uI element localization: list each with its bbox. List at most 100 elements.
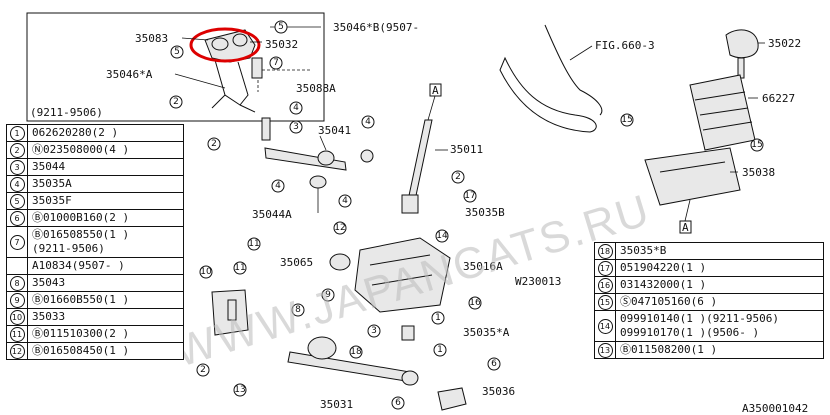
svg-text:2: 2 bbox=[173, 97, 179, 107]
marker-6b: 6 bbox=[391, 396, 405, 410]
label-35046b: 35046*B(9507- bbox=[333, 21, 419, 34]
marker-2b: 2 bbox=[207, 137, 221, 151]
left-table-row-number: 1 bbox=[7, 125, 28, 141]
marker-2c: 2 bbox=[451, 170, 465, 184]
bushing-35035a bbox=[401, 325, 415, 341]
marker-a-2: A bbox=[682, 221, 689, 234]
svg-text:15: 15 bbox=[751, 140, 762, 150]
marker-1a: 1 bbox=[431, 311, 445, 325]
right-table-row-text: 099910140(1 )(9211-9506)099910170(1 )(95… bbox=[620, 312, 779, 339]
left-table-row-text: Ⓑ01660B550(1 ) bbox=[32, 293, 130, 306]
left-table-row: 8 35043 bbox=[7, 275, 183, 292]
svg-text:16: 16 bbox=[469, 298, 481, 308]
left-table-row-text: 35035F bbox=[32, 194, 72, 207]
bolt-part bbox=[251, 57, 263, 79]
svg-text:15: 15 bbox=[621, 115, 632, 125]
marker-1b: 1 bbox=[433, 343, 447, 357]
right-table-row: 16 031432000(1 ) bbox=[595, 277, 823, 294]
shift-knob-35022 bbox=[725, 29, 759, 79]
marker-a-box-1 bbox=[429, 83, 442, 97]
label-35041: 35041 bbox=[318, 124, 351, 137]
left-table-row-text: Ⓑ011510300(2 ) bbox=[32, 327, 130, 340]
lower-rod-35031 bbox=[287, 336, 419, 386]
marker-16: 16 bbox=[468, 296, 482, 310]
marker-2a: 2 bbox=[169, 95, 183, 109]
left-table-row-number: 8 bbox=[7, 275, 28, 291]
svg-text:5: 5 bbox=[174, 47, 180, 57]
svg-text:7: 7 bbox=[273, 58, 279, 68]
right-table-row-number: 14 bbox=[595, 311, 616, 341]
label-fig660: FIG.660-3 bbox=[595, 39, 655, 52]
boot-66227 bbox=[689, 74, 756, 151]
left-table-row-text: 35043 bbox=[32, 276, 66, 289]
marker-5a: 5 bbox=[274, 20, 288, 34]
svg-text:4: 4 bbox=[275, 181, 281, 191]
right-table-row-number: 17 bbox=[595, 260, 616, 276]
left-table-row-number: 6 bbox=[7, 210, 28, 226]
label-35031: 35031 bbox=[320, 398, 353, 411]
left-table-row-number: 11 bbox=[7, 326, 28, 342]
right-table-row-number: 18 bbox=[595, 243, 616, 259]
right-table-row: 17 051904220(1 ) bbox=[595, 260, 823, 277]
svg-text:9: 9 bbox=[325, 290, 331, 300]
left-table-row-text: 062620280(2 ) bbox=[32, 126, 119, 139]
svg-text:2: 2 bbox=[211, 139, 217, 149]
svg-text:6: 6 bbox=[491, 359, 497, 369]
right-table-row-number: 15 bbox=[595, 294, 616, 310]
label-35088a: 35088A bbox=[296, 82, 336, 95]
cover-35038 bbox=[644, 147, 741, 206]
left-table-row-text: Ⓑ016508450(1 ) bbox=[32, 344, 130, 357]
marker-3a: 3 bbox=[289, 120, 303, 134]
label-35035b: 35035B bbox=[465, 206, 505, 219]
svg-text:2: 2 bbox=[455, 172, 461, 182]
marker-4b: 4 bbox=[361, 115, 375, 129]
joint-35036 bbox=[437, 387, 467, 411]
left-table-row: 11 Ⓑ011510300(2 ) bbox=[7, 326, 183, 343]
right-table-row-text: 35035*B bbox=[620, 244, 667, 257]
right-table-row-text: Ⓢ047105160(6 ) bbox=[620, 295, 718, 308]
right-table-row: 18 35035*B bbox=[595, 243, 823, 260]
svg-text:1: 1 bbox=[437, 345, 443, 355]
marker-9: 9 bbox=[321, 288, 335, 302]
marker-11b: 11 bbox=[233, 261, 247, 275]
left-table-row-text: 35044 bbox=[32, 160, 66, 173]
inset-box bbox=[26, 12, 325, 122]
marker-17: 17 bbox=[463, 189, 477, 203]
svg-text:11: 11 bbox=[248, 239, 259, 249]
right-table-row-text: 031432000(1 ) bbox=[620, 278, 707, 291]
marker-5b: 5 bbox=[170, 45, 184, 59]
marker-7: 7 bbox=[269, 56, 283, 70]
svg-text:5: 5 bbox=[278, 22, 284, 32]
highlight-ring bbox=[189, 27, 261, 63]
marker-13: 13 bbox=[233, 383, 247, 397]
boot-fig660 bbox=[499, 24, 603, 133]
left-table-row-text: A10834(9507- ) bbox=[32, 259, 125, 272]
label-35022: 35022 bbox=[768, 37, 801, 50]
left-table-row-number: 10 bbox=[7, 309, 28, 325]
marker-4a: 4 bbox=[289, 101, 303, 115]
label-w230013: W230013 bbox=[515, 275, 561, 288]
right-table-row-number: 16 bbox=[595, 277, 616, 293]
marker-10: 10 bbox=[199, 265, 213, 279]
bushing-part bbox=[309, 175, 327, 189]
left-table-row: 12 Ⓑ016508450(1 ) bbox=[7, 343, 183, 359]
marker-4d: 4 bbox=[338, 194, 352, 208]
marker-11a: 11 bbox=[247, 237, 261, 251]
svg-text:13: 13 bbox=[234, 385, 245, 395]
left-table-row-number: 12 bbox=[7, 343, 28, 359]
bracket-35033 bbox=[211, 289, 249, 336]
right-table-row-text: 051904220(1 ) bbox=[620, 261, 707, 274]
marker-18: 18 bbox=[349, 345, 363, 359]
shift-housing bbox=[329, 237, 451, 313]
left-table-row-number bbox=[7, 258, 28, 274]
marker-2d: 2 bbox=[196, 363, 210, 377]
svg-text:18: 18 bbox=[350, 347, 362, 357]
label-35083: 35083 bbox=[135, 32, 168, 45]
